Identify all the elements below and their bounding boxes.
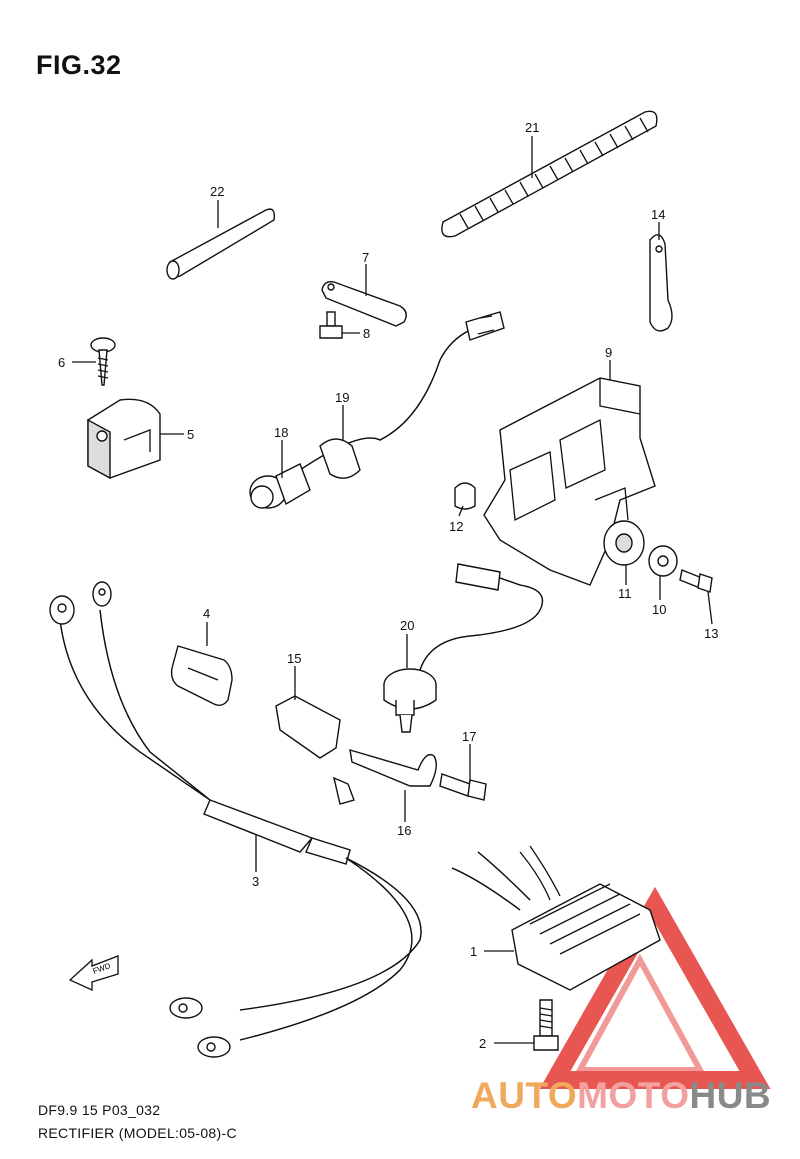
- watermark-part-a: AUTO: [471, 1075, 578, 1116]
- callout-21: 21: [525, 120, 539, 135]
- callout-17: 17: [462, 729, 476, 744]
- figure-caption: RECTIFIER (MODEL:05-08)-C: [38, 1125, 237, 1141]
- leader-lines: [72, 136, 713, 1044]
- part-20-sensor: [383, 563, 544, 733]
- part-21-spiral-wrap: [441, 110, 658, 238]
- part-11-grommet: [603, 520, 645, 566]
- part-15-cover: [275, 695, 341, 759]
- part-7-clamp: [321, 280, 407, 327]
- part-2-bolt: [533, 999, 559, 1051]
- callout-19: 19: [335, 390, 349, 405]
- part-17-bolt: [439, 773, 487, 801]
- callout-3: 3: [252, 874, 259, 889]
- callout-7: 7: [362, 250, 369, 265]
- callout-15: 15: [287, 651, 301, 666]
- callout-5: 5: [187, 427, 194, 442]
- watermark-triangle-logo: [539, 886, 771, 1089]
- part-5-holder: [87, 398, 161, 480]
- callout-14: 14: [651, 207, 665, 222]
- figure-title: FIG.32: [36, 50, 122, 80]
- callout-18: 18: [274, 425, 288, 440]
- callout-11: 11: [618, 586, 632, 601]
- callout-labels: 21 22 14 7 8 6 9 19 18 5 12 11 10 13 20 …: [58, 120, 718, 1051]
- watermark-part-b: MOTO: [577, 1075, 690, 1116]
- callout-4: 4: [203, 606, 210, 621]
- callout-12: 12: [449, 519, 463, 534]
- fwd-arrow-icon: FWD: [68, 955, 119, 992]
- callout-8: 8: [363, 326, 370, 341]
- part-6-screw: [90, 337, 116, 386]
- callout-6: 6: [58, 355, 65, 370]
- watermark-part-c: HUB: [689, 1075, 772, 1116]
- callout-13: 13: [704, 626, 718, 641]
- part-4-grommet: [170, 645, 233, 707]
- part-13-bolt: [679, 569, 713, 593]
- part-14-tie-strap: [649, 234, 673, 332]
- callout-9: 9: [605, 345, 612, 360]
- callout-20: 20: [400, 618, 414, 633]
- part-1-rectifier: [451, 845, 661, 991]
- figure-code: DF9.9 15 P03_032: [38, 1102, 161, 1118]
- part-10-washer: [648, 545, 678, 577]
- part-18-19-switch-assembly: [249, 311, 505, 509]
- callout-1: 1: [470, 944, 477, 959]
- callout-10: 10: [652, 602, 666, 617]
- watermark-text: AUTOMOTOHUB: [471, 1075, 771, 1117]
- callout-22: 22: [210, 184, 224, 199]
- callout-16: 16: [397, 823, 411, 838]
- part-3-wire-harness: [49, 581, 422, 1058]
- part-22-hose: [166, 208, 276, 280]
- part-16-bracket: [333, 749, 437, 805]
- part-8-bolt: [319, 311, 343, 339]
- part-12-cap: [454, 482, 476, 510]
- callout-2: 2: [479, 1036, 486, 1051]
